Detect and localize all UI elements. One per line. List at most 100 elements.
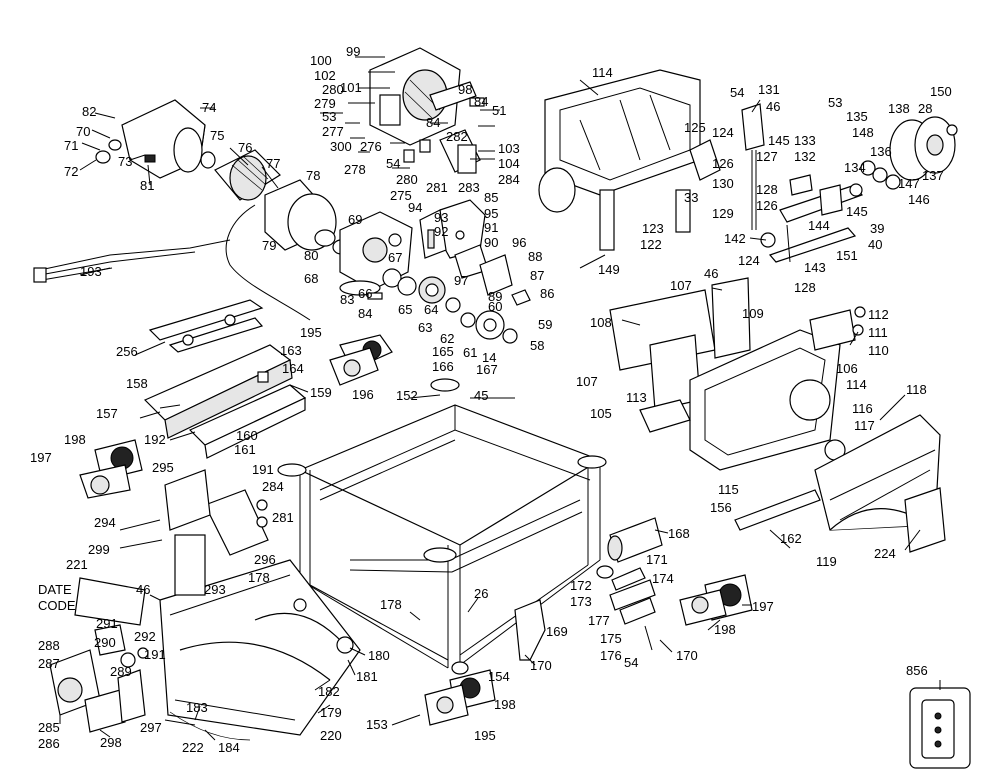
callout-label: 51 xyxy=(492,103,506,118)
callout-label: 80 xyxy=(304,248,318,263)
callout-label: 68 xyxy=(304,271,318,286)
callout-label: 83 xyxy=(340,292,354,307)
callout-label: 179 xyxy=(320,705,342,720)
callout-label: 287 xyxy=(38,656,60,671)
callout-label: 285 xyxy=(38,720,60,735)
callout-label: 119 xyxy=(816,554,837,569)
callout-label: 172 xyxy=(570,578,592,593)
callout-label: 53 xyxy=(322,109,336,124)
callout-label: 126 xyxy=(712,156,734,171)
leader-lines xyxy=(59,56,941,741)
callout-label: 281 xyxy=(426,180,448,195)
callout-label: 89 xyxy=(488,289,502,304)
callout-label: 103 xyxy=(498,141,520,156)
callout-label: 286 xyxy=(38,736,60,751)
callout-label: 53 xyxy=(828,95,842,110)
callout-label: 158 xyxy=(126,376,148,391)
callout-label: 289 xyxy=(110,664,132,679)
callout-label: 46 xyxy=(766,99,780,114)
callout-label: 177 xyxy=(588,613,610,628)
callout-label: 116 xyxy=(852,401,873,416)
callout-label: 280 xyxy=(322,82,344,97)
callout-label: 292 xyxy=(134,629,156,644)
callout-label: 28 xyxy=(918,101,932,116)
callout-label: 198 xyxy=(494,697,516,712)
callout-label: 40 xyxy=(868,237,882,252)
callout-label: 135 xyxy=(846,109,868,124)
callout-label: 148 xyxy=(852,125,874,140)
callout-label: 153 xyxy=(366,717,388,732)
callout-label: 282 xyxy=(446,129,468,144)
callout-label: 145 xyxy=(846,204,868,219)
callout-label: 161 xyxy=(234,442,256,457)
callout-label: 60 xyxy=(488,299,502,314)
callout-label: 183 xyxy=(186,700,208,715)
callout-label: 131 xyxy=(758,82,780,97)
callout-label: 65 xyxy=(398,302,412,317)
callout-label: 127 xyxy=(756,149,778,164)
callout-label: 129 xyxy=(712,206,734,221)
callout-labels: 99 100 102 280 279 101 53 277 300 276 27… xyxy=(30,44,952,755)
callout-label: 70 xyxy=(76,124,90,139)
callout-label: 152 xyxy=(396,388,418,403)
callout-label: 62 xyxy=(440,331,454,346)
callout-label: 58 xyxy=(530,338,544,353)
callout-label: 108 xyxy=(590,315,612,330)
callout-label: 197 xyxy=(30,450,52,465)
callout-label: 115 xyxy=(718,482,739,497)
callout-label: 143 xyxy=(804,260,826,275)
callout-label: 151 xyxy=(836,248,858,263)
callout-label: 85 xyxy=(484,190,498,205)
callout-label: 26 xyxy=(474,586,488,601)
callout-label: 171 xyxy=(646,552,668,567)
callout-label: 64 xyxy=(424,302,438,317)
callout-label: 73 xyxy=(118,154,132,169)
callout-label: 107 xyxy=(576,374,598,389)
callout-label: 79 xyxy=(262,238,276,253)
callout-label: 126 xyxy=(756,198,778,213)
callout-label: 136 xyxy=(870,144,892,159)
callout-label: 149 xyxy=(598,262,620,277)
callout-label: 118 xyxy=(906,382,927,397)
callout-label: 54 xyxy=(624,655,638,670)
callout-label: 134 xyxy=(844,160,866,175)
callout-label: 291 xyxy=(96,616,118,631)
callout-label: 166 xyxy=(432,359,454,374)
callout-label: 178 xyxy=(380,597,402,612)
callout-label: 46 xyxy=(704,266,718,281)
callout-label: 275 xyxy=(390,188,412,203)
callout-label: 138 xyxy=(888,101,910,116)
callout-label: 117 xyxy=(854,418,875,433)
callout-label: CODE xyxy=(38,598,76,613)
callout-label: 284 xyxy=(498,172,520,187)
callout-label: 142 xyxy=(724,231,746,246)
callout-label: 184 xyxy=(218,740,240,755)
callout-label: 178 xyxy=(248,570,270,585)
callout-label: 293 xyxy=(204,582,226,597)
callout-label: 278 xyxy=(344,162,366,177)
callout-label: 128 xyxy=(756,182,778,197)
callout-label: 173 xyxy=(570,594,592,609)
callout-label: 72 xyxy=(64,164,78,179)
callout-label: 168 xyxy=(668,526,690,541)
callout-label: 279 xyxy=(314,96,336,111)
callout-label: 87 xyxy=(530,268,544,283)
callout-label: 96 xyxy=(512,235,526,250)
callout-label: 102 xyxy=(314,68,336,83)
callout-label: 191 xyxy=(144,647,166,662)
callout-label: 75 xyxy=(210,128,224,143)
callout-label: 288 xyxy=(38,638,60,653)
callout-label: 220 xyxy=(320,728,342,743)
callout-label: 112 xyxy=(868,307,889,322)
callout-label: 198 xyxy=(64,432,86,447)
callout-label: 61 xyxy=(463,345,477,360)
callout-label: 124 xyxy=(712,125,734,140)
callout-label: 91 xyxy=(484,220,498,235)
callout-label: 180 xyxy=(368,648,390,663)
callout-label: 283 xyxy=(458,180,480,195)
callout-label: DATE xyxy=(38,582,72,597)
callout-label: 74 xyxy=(202,100,216,115)
callout-label: 46 xyxy=(136,582,150,597)
callout-label: 277 xyxy=(322,124,344,139)
callout-label: 110 xyxy=(868,343,889,358)
